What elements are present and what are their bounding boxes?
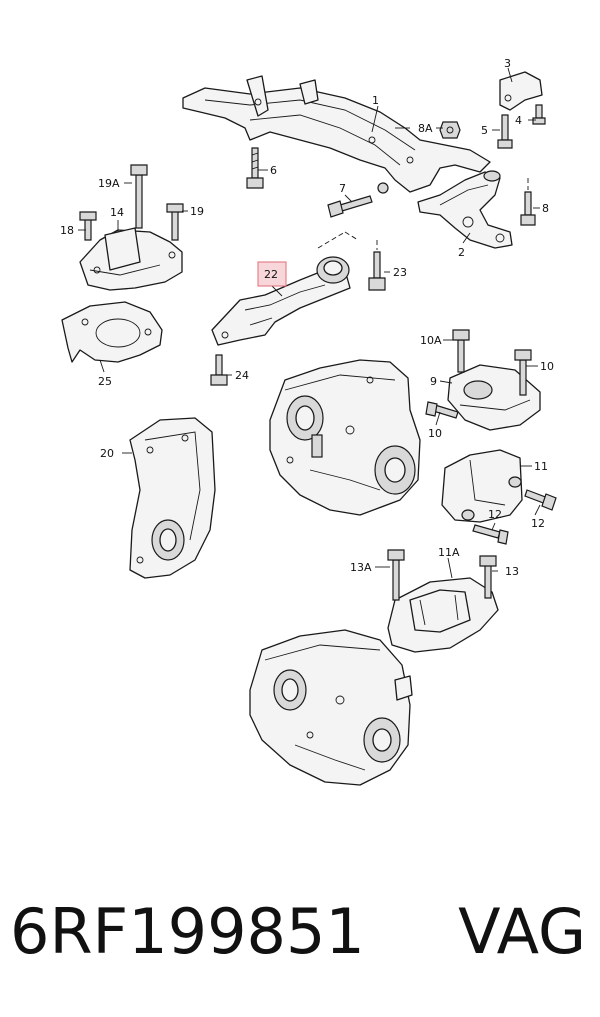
callout-8: 8: [542, 202, 549, 215]
highlight-box-22: [257, 261, 287, 287]
bracket-11: [441, 449, 557, 545]
parts-exploded-diagram: 1 2 3 4 5 6 7 8 8A 9 10 10 10A 11 11A 12…: [60, 57, 557, 786]
gearbox-upper: [269, 359, 421, 516]
subframe: [182, 75, 491, 194]
callout-4: 4: [515, 114, 522, 127]
callout-10a: 10A: [420, 334, 442, 347]
callout-5: 5: [481, 124, 488, 137]
callout-14: 14: [110, 206, 124, 219]
bolt-6: [246, 147, 264, 189]
callout-25: 25: [98, 375, 112, 388]
engine-mount-14: [79, 164, 184, 291]
bracket-3: [497, 71, 546, 149]
callout-11: 11: [534, 460, 548, 473]
callout-1: 1: [372, 94, 379, 107]
callout-7: 7: [339, 182, 346, 195]
callout-19: 19: [190, 205, 204, 218]
callout-22: 22: [264, 268, 278, 281]
callout-10-right: 10: [540, 360, 554, 373]
callout-6: 6: [270, 164, 277, 177]
wishbone: [417, 170, 513, 249]
nut-8a: [439, 121, 461, 139]
callout-18: 18: [60, 224, 74, 237]
callout-24: 24: [235, 369, 249, 382]
bolt-7: [327, 195, 373, 218]
callout-20: 20: [100, 447, 114, 460]
gearbox-mount-9: [425, 329, 541, 431]
callout-10-left: 10: [428, 427, 442, 440]
brand-label: VAG: [458, 895, 586, 968]
engine-bracket-20: [129, 417, 216, 579]
bolt-23: [368, 240, 386, 291]
callout-2: 2: [458, 246, 465, 259]
leader-lines: [78, 67, 541, 579]
bolt-8: [520, 178, 536, 226]
callout-13-right: 13: [505, 565, 519, 578]
callout-8a: 8A: [418, 122, 433, 135]
footer: 6RF199851 VAG: [0, 882, 600, 982]
callout-3: 3: [504, 57, 511, 70]
callout-19a: 19A: [98, 177, 120, 190]
callout-9: 9: [430, 375, 437, 388]
callout-12-right: 12: [531, 517, 545, 530]
callout-11a: 11A: [438, 546, 460, 559]
callout-labels: 1 2 3 4 5 6 7 8 8A 9 10 10 10A 11 11A 12…: [60, 57, 554, 578]
bracket-11a: [387, 549, 499, 653]
callout-23: 23: [393, 266, 407, 279]
torque-support-22: [211, 231, 359, 346]
bolt-24: [210, 354, 228, 386]
part-number: 6RF199851: [10, 895, 365, 968]
heat-shield-25: [61, 301, 163, 363]
gearbox-lower: [249, 629, 413, 786]
callout-12-lower: 12: [488, 508, 502, 521]
callout-13a: 13A: [350, 561, 372, 574]
